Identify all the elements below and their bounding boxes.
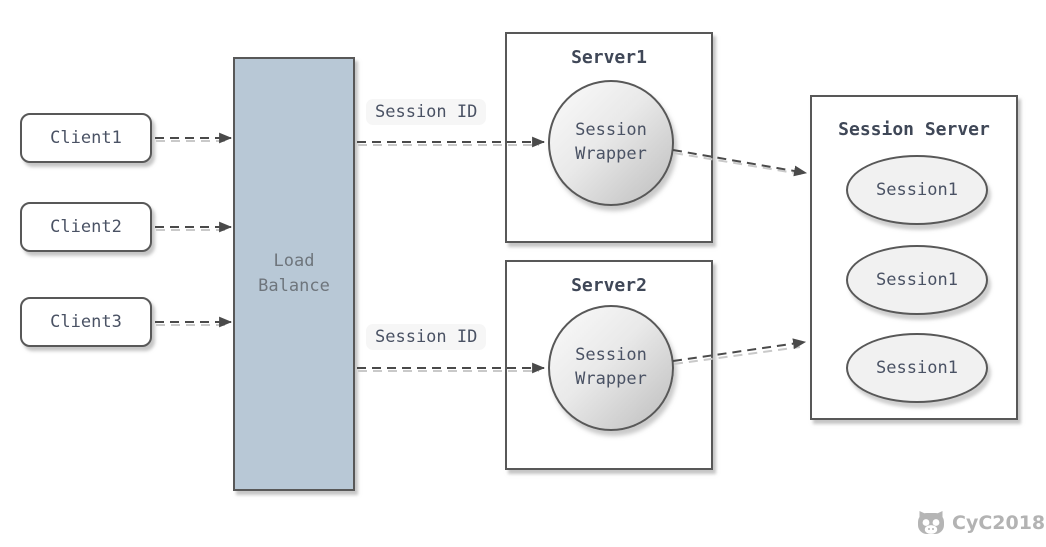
watermark: CyC2018 [916,510,1045,535]
session-wrapper2-line1: Session [575,345,647,366]
node-server1: Server1 Session Wrapper [505,32,713,243]
session-ellipse-2: Session1 [846,245,988,315]
session-wrapper1-line2: Wrapper [575,144,647,164]
node-client3: Client3 [20,297,152,347]
session-wrapper-circle-1: Session Wrapper [548,80,674,206]
edge-label-session-id-1: Session ID [366,99,487,125]
node-client2: Client2 [20,202,152,252]
session1-label: Session1 [876,180,958,200]
watermark-text: CyC2018 [952,511,1046,534]
session3-label: Session1 [876,358,958,378]
session-wrapper-circle-2: Session Wrapper [548,305,674,431]
load-balance-label-line2: Balance [258,276,330,296]
session2-label: Session1 [876,270,958,290]
server1-title: Server1 [571,47,647,68]
server2-title: Server2 [571,275,647,296]
cat-logo-icon [918,511,944,534]
session-ellipse-3: Session1 [846,333,988,403]
node-client1: Client1 [20,113,152,163]
node-server2: Server2 Session Wrapper [505,260,713,470]
client1-label: Client1 [50,128,122,148]
session-wrapper1-line1: Session [575,120,647,141]
client3-label: Client3 [50,312,122,332]
node-session-server: Session Server Session1 Session1 Session… [810,95,1018,420]
session-wrapper2-line2: Wrapper [575,369,647,389]
load-balance-label-line1: Load [273,251,315,272]
client2-label: Client2 [50,217,122,237]
node-load-balance: Load Balance [233,57,355,491]
session-ellipse-1: Session1 [846,155,988,225]
edge-label-session-id-2: Session ID [366,324,487,350]
session-server-title: Session Server [838,119,990,140]
